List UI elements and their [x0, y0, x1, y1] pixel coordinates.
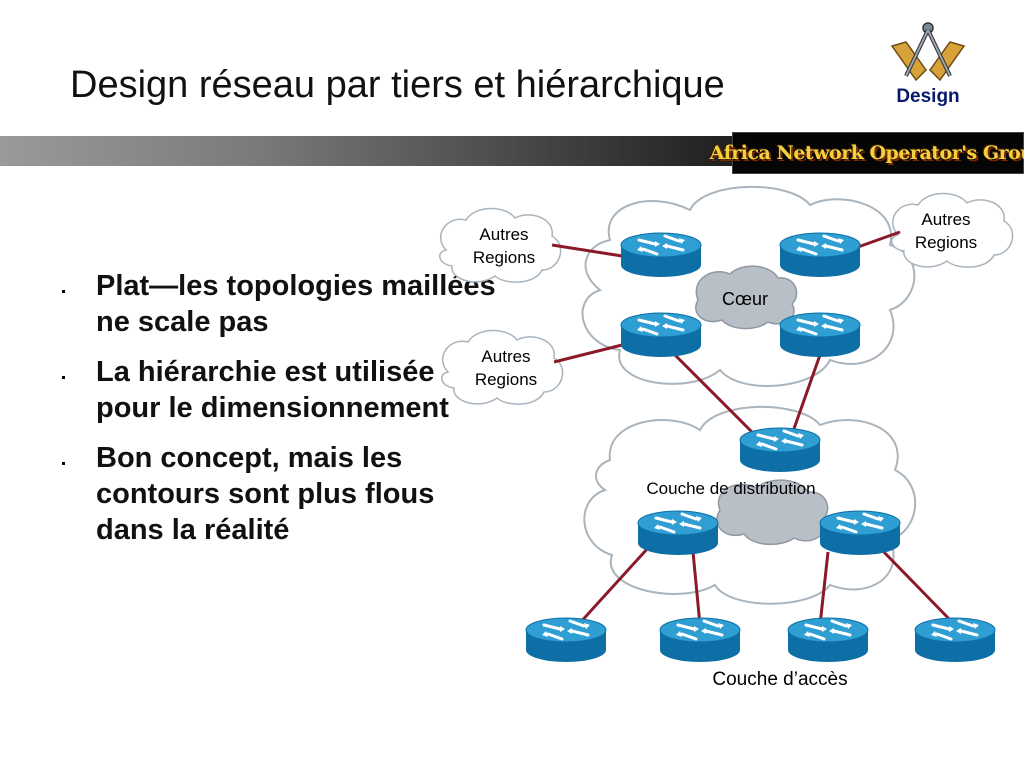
bullet-item: Bon concept, mais les contours sont plus…	[62, 440, 502, 548]
core-label: Cœur	[722, 289, 768, 309]
access-router[interactable]	[658, 616, 742, 664]
region-label-line2: Regions	[473, 248, 535, 267]
link	[691, 551, 702, 626]
region-cloud-left-top	[439, 207, 562, 283]
bullet-list: Plat—les topologies maillées ne scale pa…	[62, 268, 502, 562]
bullet-item: La hiérarchie est utilisée pour le dimen…	[62, 354, 502, 426]
compass-square-icon	[890, 22, 966, 82]
design-logo: Design	[886, 18, 970, 110]
link	[788, 354, 822, 441]
distribution-label: Couche de distribution	[646, 479, 815, 498]
bullet-dot	[62, 462, 65, 465]
bullet-dot	[62, 376, 65, 379]
link	[553, 343, 623, 364]
bullet-dot	[62, 290, 65, 293]
org-banner-text: Africa Network Operator's Group	[709, 142, 1024, 164]
region-label-line1: Autres	[921, 210, 970, 229]
core-router[interactable]	[778, 311, 862, 359]
access-router[interactable]	[524, 616, 608, 664]
core-hub-cloud	[695, 265, 798, 330]
region-cloud-left-mid	[441, 329, 564, 405]
bullet-text: Plat—les topologies maillées ne scale pa…	[96, 270, 496, 338]
access-label: Couche d’accès	[712, 669, 847, 690]
region-label-line2: Regions	[475, 370, 537, 389]
link	[878, 546, 957, 627]
network-links	[551, 230, 957, 627]
link	[673, 353, 762, 442]
link	[818, 551, 830, 626]
distribution-router[interactable]	[818, 509, 902, 557]
core-router[interactable]	[778, 231, 862, 279]
region-label-line2: Regions	[915, 233, 977, 252]
core-router[interactable]	[619, 231, 703, 279]
region-label-line1: Autres	[481, 347, 530, 366]
org-banner: Africa Network Operator's Group	[710, 132, 1024, 174]
bullet-text: Bon concept, mais les contours sont plus…	[96, 442, 435, 546]
access-router[interactable]	[913, 616, 997, 664]
link	[551, 243, 623, 258]
distribution-router[interactable]	[738, 426, 822, 474]
core-router[interactable]	[619, 311, 703, 359]
distribution-router[interactable]	[636, 509, 720, 557]
bullet-item: Plat—les topologies maillées ne scale pa…	[62, 268, 502, 340]
region-label-line1: Autres	[479, 225, 528, 244]
bullet-text: La hiérarchie est utilisée pour le dimen…	[96, 356, 449, 424]
link	[857, 230, 901, 249]
link	[576, 546, 650, 627]
region-cloud-right	[891, 192, 1014, 268]
access-router[interactable]	[786, 616, 870, 664]
logo-label: Design	[896, 86, 960, 107]
slide-title: Design réseau par tiers et hiérarchique	[70, 64, 725, 106]
